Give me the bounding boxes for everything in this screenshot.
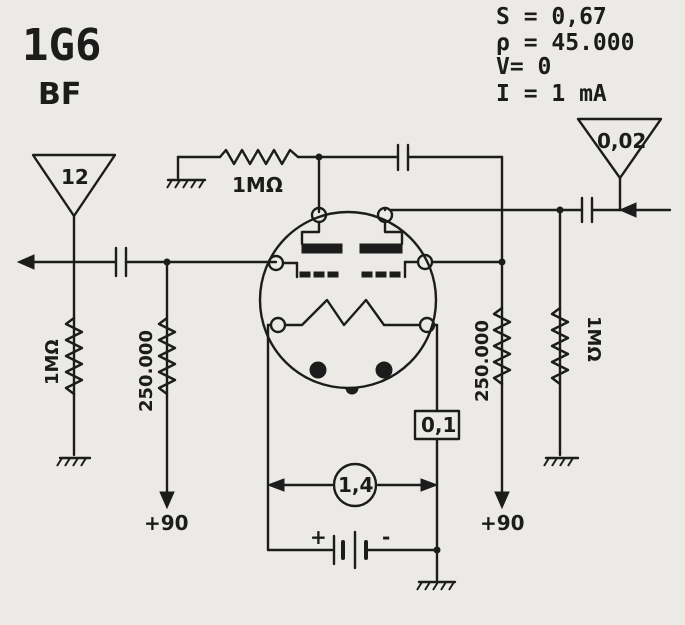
top-grid-leak-label: 1MΩ <box>232 173 283 197</box>
bottom-ground-icon <box>416 580 457 591</box>
right-load-resistor <box>492 306 512 386</box>
right-coupling-capacitor <box>580 196 594 224</box>
left-leak-label: 1MΩ <box>42 339 63 385</box>
filament-voltage-circle <box>332 462 378 508</box>
input-triangle: 12 <box>31 153 117 218</box>
left-supply-arrow-icon <box>159 491 175 510</box>
right-grid <box>361 271 401 278</box>
battery-plus-label: + <box>310 525 327 549</box>
filament-voltage-label: 1,4 <box>338 473 373 497</box>
right-leak-resistor <box>550 306 570 386</box>
input-triangle-label: 12 <box>61 165 89 189</box>
left-leak-resistor <box>64 316 84 396</box>
filament-current-label: 0,1 <box>421 413 456 437</box>
top-coupling-capacitor <box>396 143 410 172</box>
tube-envelope <box>258 210 438 390</box>
top-grid-leak-resistor <box>218 148 300 166</box>
voltage-left-arrow-icon <box>266 478 285 492</box>
pin-blank-left <box>309 361 327 379</box>
right-plate <box>359 243 403 254</box>
tube-key-icon <box>345 387 359 395</box>
battery-minus-label: - <box>382 525 390 549</box>
right-supply-label: +90 <box>480 511 525 535</box>
output-triangle-label: 0,02 <box>597 129 646 153</box>
left-load-label: 250.000 <box>136 330 157 412</box>
right-ground-icon <box>543 456 580 467</box>
left-plate <box>301 243 343 254</box>
left-grid <box>299 271 339 278</box>
param-rho: ρ = 45.000 <box>496 30 634 56</box>
right-leak-label: 1MΩ <box>583 316 604 362</box>
output-triangle: 0,02 <box>576 117 663 180</box>
tube-type: BF <box>38 77 81 112</box>
param-v: V= 0 <box>496 54 551 80</box>
right-input-arrow-icon <box>618 202 637 218</box>
right-load-label: 250.000 <box>472 320 493 402</box>
pin-bottom-left <box>269 316 287 334</box>
left-load-resistor <box>157 316 177 396</box>
voltage-right-arrow-icon <box>420 478 439 492</box>
param-s: S = 0,67 <box>496 4 607 30</box>
top-ground-icon <box>166 178 207 189</box>
right-supply-arrow-icon <box>494 491 510 510</box>
tube-title: 1G6 <box>22 20 101 71</box>
left-arrow-icon <box>16 254 35 270</box>
param-i: I = 1 mA <box>496 81 607 107</box>
pin-blank-right <box>375 361 393 379</box>
battery-icon <box>332 530 368 570</box>
left-supply-label: +90 <box>144 511 189 535</box>
left-coupling-capacitor <box>114 246 128 278</box>
left-ground-icon <box>56 456 92 467</box>
filament <box>284 298 421 327</box>
